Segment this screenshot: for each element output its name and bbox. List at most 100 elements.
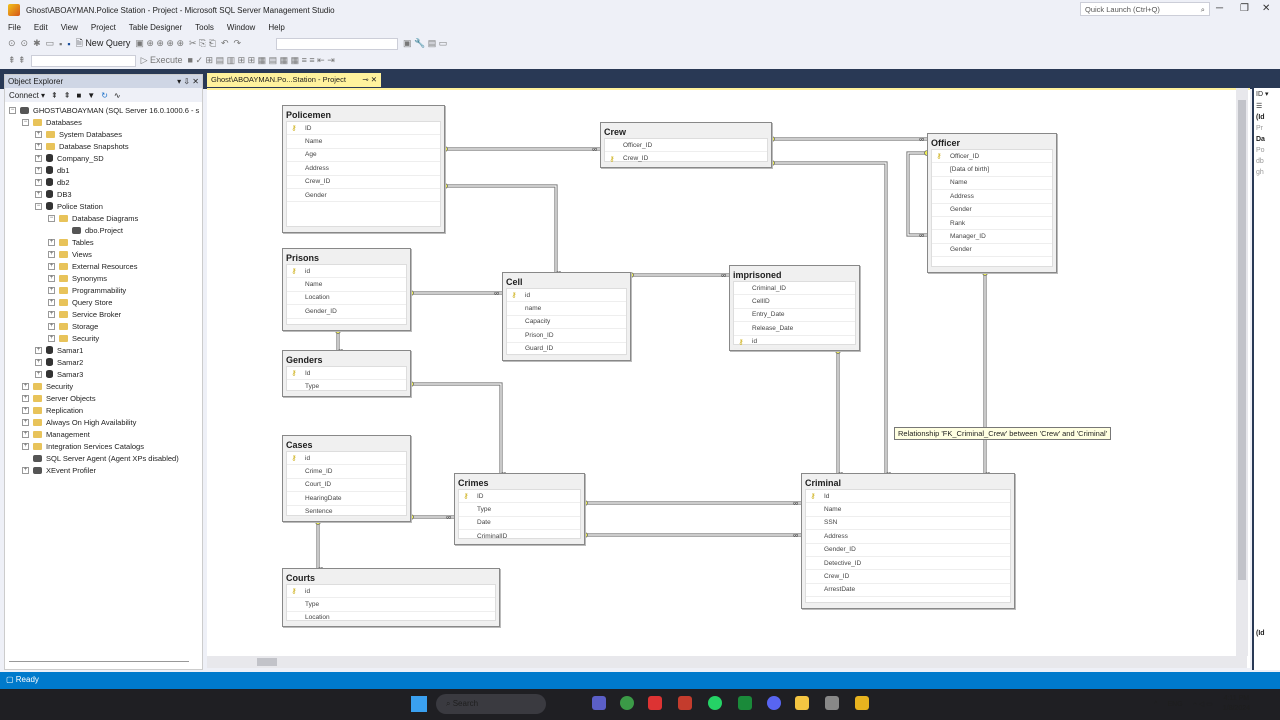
menu-tools[interactable]: Tools	[195, 22, 214, 32]
wifi-volume-battery-icons[interactable]: ◔ ◁ ▭	[1192, 701, 1213, 708]
property-row[interactable]: gh	[1256, 169, 1264, 176]
windows-start-icon[interactable]	[411, 696, 427, 712]
expand-icon[interactable]: +	[35, 130, 42, 138]
expand-icon[interactable]: +	[35, 178, 42, 186]
expand-icon[interactable]: +	[22, 418, 29, 426]
column-row[interactable]: Manager_ID	[932, 230, 1052, 244]
collapse-icon[interactable]: −	[9, 106, 16, 114]
expand-icon[interactable]: +	[48, 286, 55, 294]
column-row[interactable]: [Data of birth]	[932, 163, 1052, 177]
redo-icon[interactable]: ↷	[233, 38, 242, 48]
column-row[interactable]: Type	[459, 503, 580, 517]
expand-icon[interactable]: +	[35, 166, 42, 174]
tree-node[interactable]: +System Databases	[35, 128, 122, 140]
tree-node[interactable]: +Views	[48, 248, 92, 260]
column-row[interactable]: ⚷ID	[459, 490, 580, 504]
column-row[interactable]: Gender	[932, 204, 1052, 217]
media-icon[interactable]	[825, 696, 839, 710]
menu-project[interactable]: Project	[90, 22, 116, 32]
tree-node[interactable]: +Samar2	[35, 356, 83, 368]
expand-icon[interactable]: +	[35, 346, 42, 354]
tab-pin-close-icons[interactable]: ⊸ ✕	[362, 75, 377, 84]
column-row[interactable]: ⚷id	[287, 452, 406, 466]
column-row[interactable]: Rank	[932, 217, 1052, 231]
tree-node[interactable]: +External Resources	[48, 260, 137, 272]
column-row[interactable]: Gender_ID	[806, 544, 1010, 557]
connect-plug-icon[interactable]: ⇞	[51, 90, 58, 100]
column-row[interactable]: Address	[932, 190, 1052, 204]
column-row[interactable]: Address	[287, 162, 440, 176]
tree-node[interactable]: +Management	[22, 428, 90, 440]
tools-icons[interactable]: ▣ 🔧 ▤ ▭	[403, 38, 448, 48]
save-all-icon[interactable]: ▪	[67, 38, 71, 49]
menu-file[interactable]: File	[8, 22, 21, 32]
menu-window[interactable]: Window	[226, 22, 256, 32]
connect-button[interactable]: Connect ▾	[9, 90, 46, 100]
column-row[interactable]: Officer_ID	[605, 139, 767, 153]
column-row[interactable]: ⚷Crew_ID	[605, 152, 767, 166]
expand-icon[interactable]: +	[35, 154, 42, 162]
column-row[interactable]: Detective_ID	[806, 557, 1010, 571]
vertical-scrollbar[interactable]	[1236, 88, 1248, 656]
maximize-button[interactable]: ❐	[1240, 3, 1249, 14]
tree-node[interactable]: +Integration Services Catalogs	[22, 440, 144, 452]
column-row[interactable]: Criminal_ID	[734, 282, 855, 296]
tree-node[interactable]: dbo.Project	[61, 224, 123, 236]
property-row[interactable]: Po	[1256, 147, 1265, 154]
expand-icon[interactable]: +	[22, 406, 29, 414]
panel-pin-close-icons[interactable]: ▾ ⇩ ✕	[177, 77, 199, 86]
tree-node[interactable]: +Programmability	[48, 284, 126, 296]
language-indicator[interactable]: ENG	[1167, 700, 1183, 708]
column-row[interactable]: Guard_ID	[507, 343, 626, 356]
tree-node[interactable]: +Database Snapshots	[35, 140, 129, 152]
chrome-icon[interactable]	[620, 696, 634, 710]
expand-icon[interactable]: +	[48, 334, 55, 342]
properties-object-dropdown[interactable]: ID ▾	[1256, 91, 1269, 98]
expand-icon[interactable]: +	[22, 382, 29, 390]
expand-icon[interactable]: +	[48, 262, 55, 270]
expand-icon[interactable]: +	[35, 190, 42, 198]
column-row[interactable]: Name	[806, 503, 1010, 517]
tree-node[interactable]: +db2	[35, 176, 70, 188]
open-icon[interactable]: ▭	[45, 38, 55, 48]
column-row[interactable]: name	[507, 302, 626, 316]
refresh-icon[interactable]: ↻	[101, 90, 108, 100]
column-row[interactable]: Crime_ID	[287, 465, 406, 479]
collapse-icon[interactable]: −	[22, 118, 29, 126]
whatsapp-icon[interactable]	[708, 696, 722, 710]
cut-copy-paste-icons[interactable]: ✂ ⎘ ⎗	[189, 38, 216, 48]
column-row[interactable]: Name	[287, 135, 440, 149]
column-row[interactable]: SSN	[806, 517, 1010, 531]
column-row[interactable]: Gender_ID	[287, 305, 406, 319]
quick-launch-input[interactable]: Quick Launch (Ctrl+Q)⌕	[1080, 2, 1210, 16]
expand-icon[interactable]: +	[22, 442, 29, 450]
discord-icon[interactable]	[767, 696, 781, 710]
new-query-button[interactable]: 🗎 New Query	[75, 37, 131, 48]
tree-node[interactable]: −Database Diagrams	[48, 212, 138, 224]
tree-node[interactable]: +Service Broker	[48, 308, 121, 320]
activity-monitor-icon[interactable]: ∿	[113, 90, 121, 100]
column-row[interactable]: Address	[806, 530, 1010, 544]
menu-help[interactable]: Help	[268, 22, 285, 32]
solution-config-dropdown[interactable]	[276, 37, 399, 50]
tree-node[interactable]: −Databases	[22, 116, 82, 128]
oe-horizontal-scrollbar[interactable]	[9, 661, 189, 662]
connect-icons[interactable]: ⇞ ⇞	[8, 55, 26, 65]
back-icon[interactable]: ⊙	[8, 38, 16, 48]
collapse-icon[interactable]: −	[48, 214, 55, 222]
tree-node[interactable]: +Replication	[22, 404, 83, 416]
column-row[interactable]: ⚷Id	[287, 367, 406, 381]
expand-icon[interactable]: +	[35, 358, 42, 366]
tree-node[interactable]: +Samar1	[35, 344, 83, 356]
column-row[interactable]: HearingDate	[287, 492, 406, 506]
query-option-icons[interactable]: ■ ✓ ⊞ ▤ ▥ ⊞ ⊞ ▦ ▤ ▦ ▦ ≡ ≡ ⇤ ⇥	[187, 55, 335, 65]
menu-table-designer[interactable]: Table Designer	[128, 22, 183, 32]
